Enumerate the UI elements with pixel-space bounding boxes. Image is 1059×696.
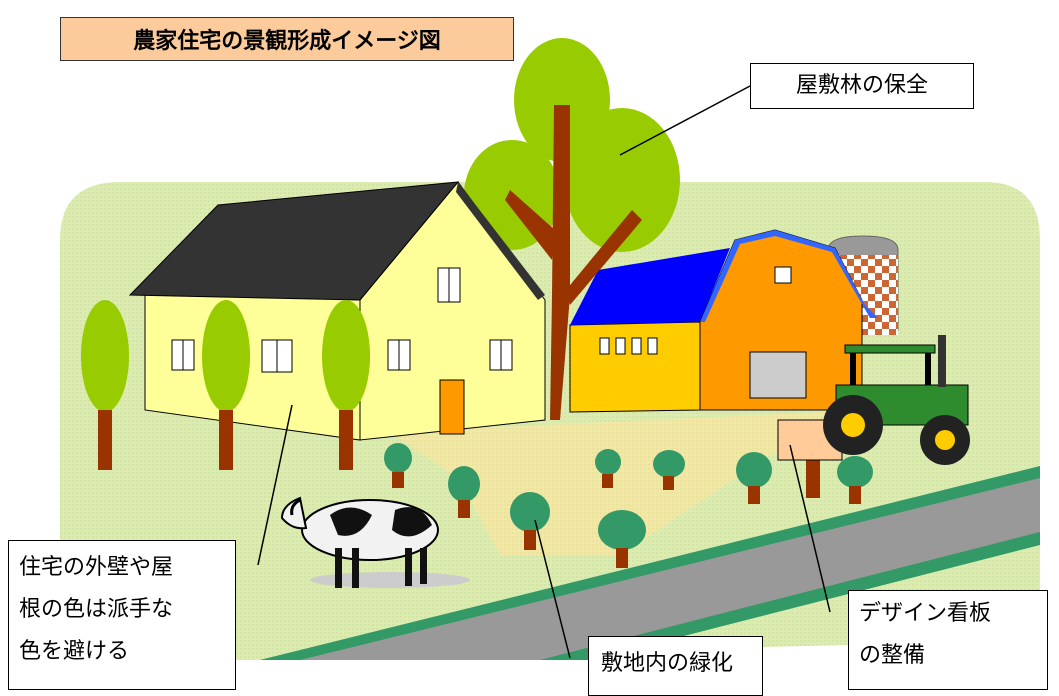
callout-wall-line-3: 色を避ける — [19, 638, 130, 664]
callout-wall-line-1: 住宅の外壁や屋 — [19, 555, 174, 580]
callout-green-label: 敷地内の緑化 — [601, 651, 734, 676]
callout-wall-color: 住宅の外壁や屋 根の色は派手な 色を避ける — [8, 540, 236, 690]
callout-lines — [257, 85, 831, 659]
diagram-title: 農家住宅の景観形成イメージ図 — [60, 17, 514, 61]
callout-wall-line-2: 根の色は派手な — [19, 596, 174, 622]
shrubs — [384, 443, 873, 568]
road — [260, 466, 1040, 660]
barn — [569, 229, 878, 413]
cow — [280, 496, 470, 588]
callout-yashiki-forest: 屋敷林の保全 — [750, 63, 974, 109]
tractor — [823, 335, 970, 465]
callout-sign-line-1: デザイン看板 — [859, 601, 992, 626]
poplar-trees — [81, 300, 370, 470]
callout-sign-line-2: の整備 — [859, 642, 926, 668]
callout-design-signboard: デザイン看板 の整備 — [848, 590, 1048, 690]
callout-yashiki-label: 屋敷林の保全 — [795, 73, 928, 99]
landscape-illustration — [60, 38, 1040, 660]
callout-site-greening: 敷地内の緑化 — [588, 636, 763, 696]
farmhouse — [128, 181, 546, 441]
